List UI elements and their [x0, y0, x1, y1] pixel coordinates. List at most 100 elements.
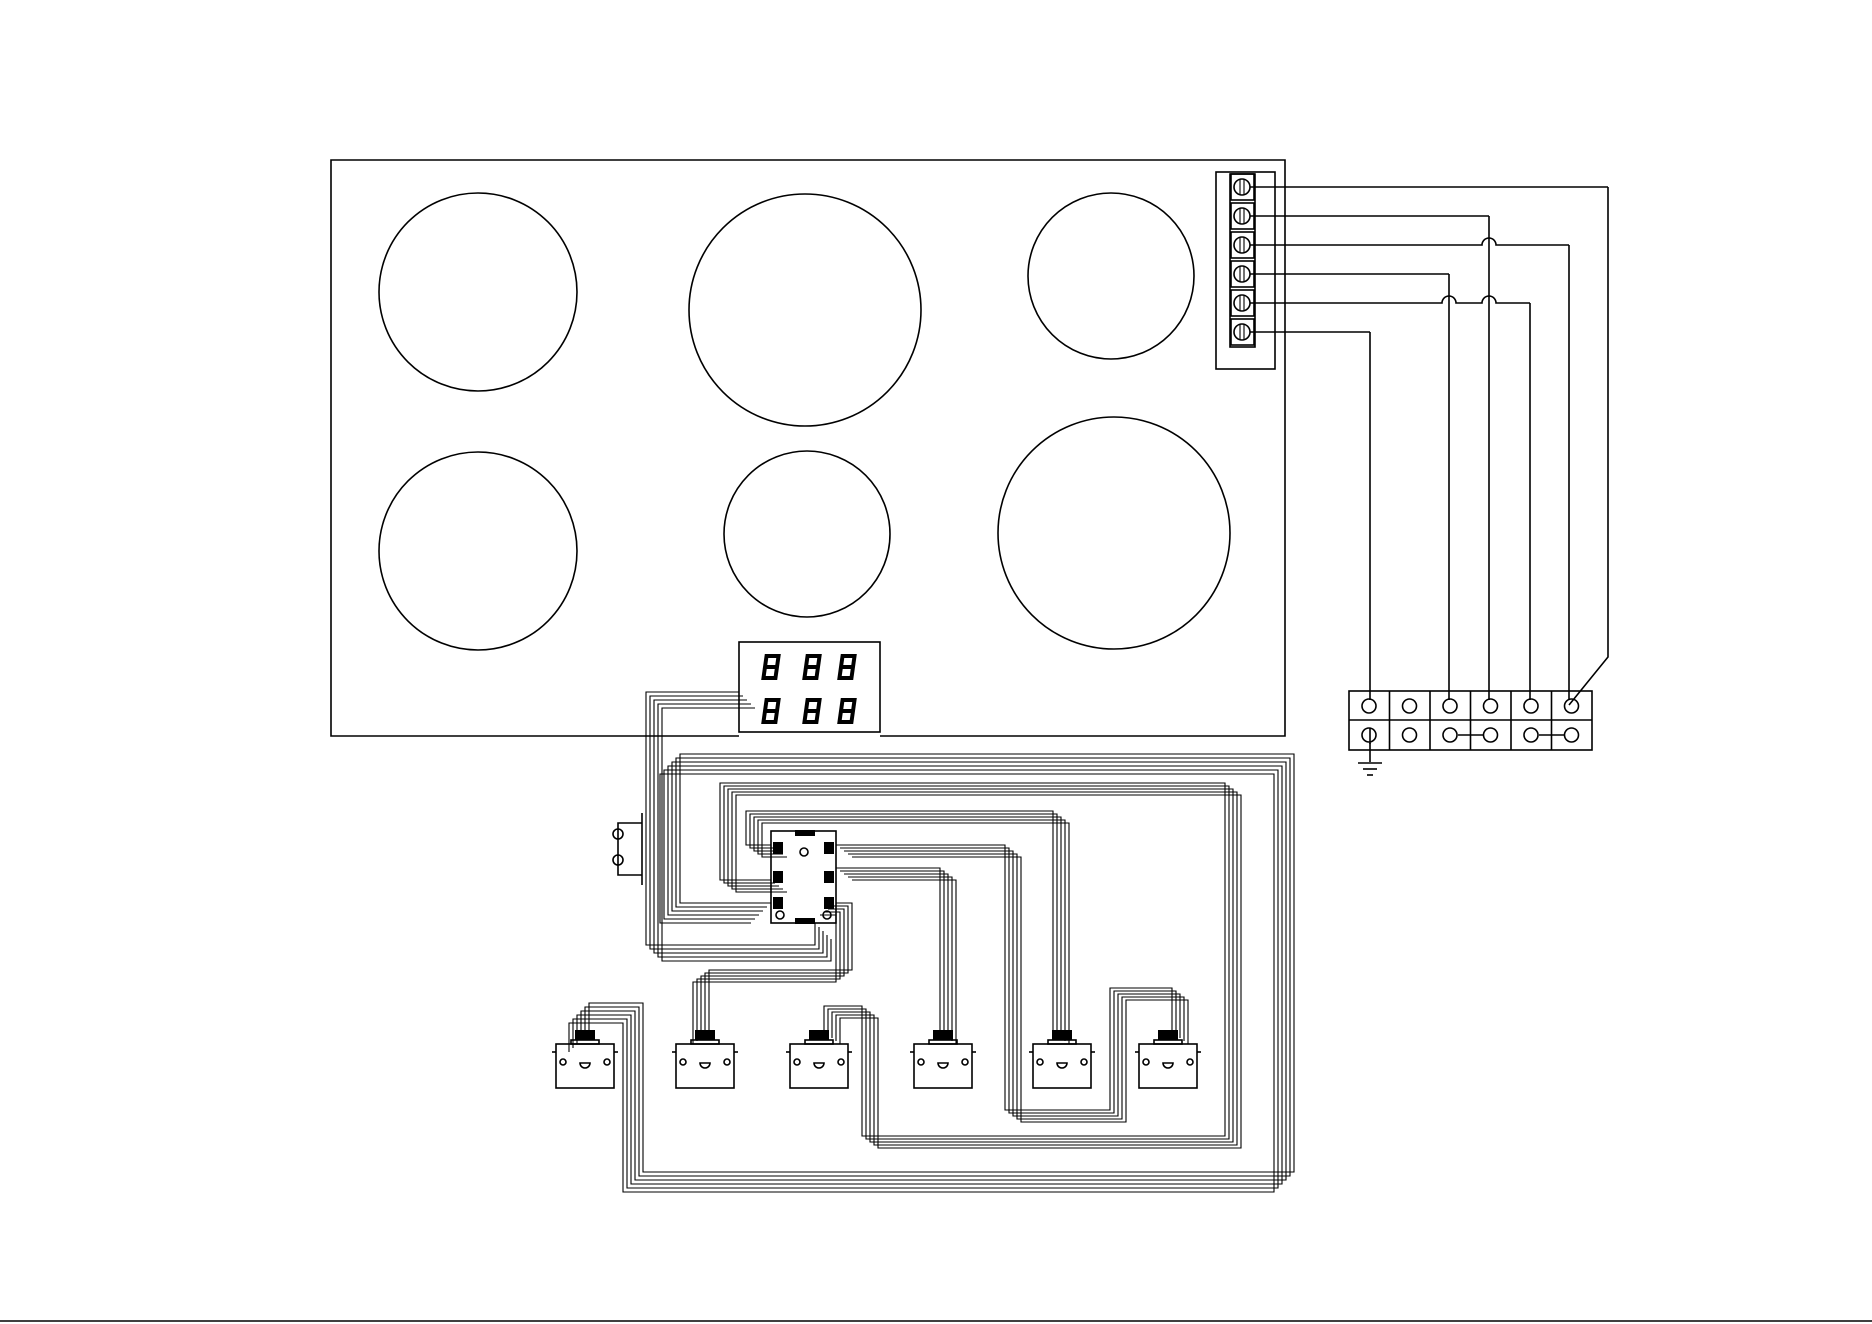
supply-wire-3 — [1250, 238, 1569, 700]
bundle-far-right — [836, 845, 1188, 1122]
module-screw-right — [962, 1059, 968, 1065]
module-body — [676, 1044, 734, 1088]
module-plug-collar — [929, 1040, 957, 1044]
module-screw-left — [560, 1059, 566, 1065]
board-mount-hole — [776, 911, 784, 919]
screw-head — [1234, 266, 1250, 282]
digit-2 — [802, 654, 822, 680]
digit-4 — [761, 698, 781, 724]
control-module-3 — [786, 1030, 852, 1088]
digit-window-bottom — [842, 669, 851, 676]
display-panel — [739, 642, 880, 732]
module-indicator — [580, 1063, 590, 1068]
module-screw-left — [1037, 1059, 1043, 1065]
screw-head — [1234, 208, 1250, 224]
burner-front-right — [998, 417, 1230, 649]
digit-window-bottom — [807, 669, 816, 676]
burner-front-center — [724, 451, 890, 617]
terminal-hole-bottom — [1524, 728, 1538, 742]
terminal-block — [1216, 172, 1275, 369]
module-plug — [575, 1030, 595, 1040]
bundle-right-upper-wire — [750, 814, 1057, 1035]
control-module-6 — [1135, 1030, 1201, 1088]
supply-terminal-board — [1349, 691, 1592, 750]
supply-wire-1 — [1250, 187, 1608, 705]
wire-horizontal — [1250, 296, 1530, 303]
digit-window-top — [843, 658, 852, 665]
bundle-mid-wire — [728, 789, 1233, 1142]
module-body — [790, 1044, 848, 1088]
screw-head — [1234, 295, 1250, 311]
module-screw-left — [680, 1059, 686, 1065]
burner-front-left — [379, 452, 577, 650]
digit-body — [761, 654, 781, 680]
bundle-far-right-wire — [848, 854, 1184, 1119]
bundle-board-m4-wire — [840, 871, 944, 1035]
module-screw-right — [1081, 1059, 1087, 1065]
bundle-board-m4-wire — [844, 874, 948, 1038]
terminal-hole-top — [1443, 699, 1457, 713]
module-screw-right — [838, 1059, 844, 1065]
module-screw-left — [794, 1059, 800, 1065]
bundle-right-upper-wire — [762, 823, 1069, 1044]
module-plug-collar — [805, 1040, 833, 1044]
wire-harness — [569, 692, 1294, 1192]
bundle-outer-wire — [569, 774, 1274, 1192]
digit-body — [802, 698, 822, 724]
module-screw-left — [1143, 1059, 1149, 1065]
digit-body — [837, 654, 857, 680]
terminal-hole-top — [1524, 699, 1538, 713]
board-connector-4 — [824, 842, 834, 854]
board-connector-1 — [773, 842, 783, 854]
module-plug — [933, 1030, 953, 1040]
module-screw-right — [724, 1059, 730, 1065]
module-plug — [695, 1030, 715, 1040]
screw-head — [1234, 324, 1250, 340]
digit-window-top — [843, 702, 852, 709]
burner-rear-right — [1028, 193, 1194, 359]
digit-body — [837, 698, 857, 724]
bundle-mid-wire — [724, 786, 1229, 1139]
board-connector-5 — [824, 871, 834, 883]
module-indicator — [700, 1063, 710, 1068]
module-indicator — [1163, 1063, 1173, 1068]
supply-wire-4 — [1250, 274, 1449, 700]
burner-rear-center — [689, 194, 921, 426]
control-module-2 — [672, 1030, 738, 1088]
control-module-4 — [910, 1030, 976, 1088]
terminal-hole-bottom — [1443, 728, 1457, 742]
supply-wire-5 — [1250, 296, 1530, 700]
digit-5 — [802, 698, 822, 724]
module-plug-collar — [691, 1040, 719, 1044]
bundle-outer-wire — [585, 758, 1290, 1176]
board-connector-bottom — [795, 918, 815, 924]
digit-window-top — [767, 702, 776, 709]
terminal-hole-bottom — [1403, 728, 1417, 742]
module-body — [914, 1044, 972, 1088]
module-indicator — [1057, 1063, 1067, 1068]
digit-window-bottom — [766, 713, 775, 720]
board-connector-top — [795, 830, 815, 836]
bundle-right-upper-wire — [758, 820, 1065, 1041]
digit-body — [802, 654, 822, 680]
bundle-outer-wire — [573, 770, 1278, 1188]
module-plug-collar — [1048, 1040, 1076, 1044]
supply-wires — [1250, 187, 1608, 705]
wire-down — [1569, 187, 1608, 705]
digit-body — [761, 698, 781, 724]
supply-wire-6 — [1250, 332, 1370, 700]
bundle-far-right-wire — [844, 851, 1180, 1116]
digit-window-top — [767, 658, 776, 665]
digit-window-top — [808, 702, 817, 709]
digit-1 — [761, 654, 781, 680]
digit-3 — [837, 654, 857, 680]
burner-rear-left — [379, 193, 577, 391]
control-board — [771, 830, 836, 924]
board-mount-hole — [800, 848, 808, 856]
bundle-right-upper-wire — [746, 811, 1053, 1032]
module-screw-right — [1187, 1059, 1193, 1065]
ground-symbol — [1358, 743, 1382, 775]
bundle-far-right-wire — [852, 857, 1188, 1122]
